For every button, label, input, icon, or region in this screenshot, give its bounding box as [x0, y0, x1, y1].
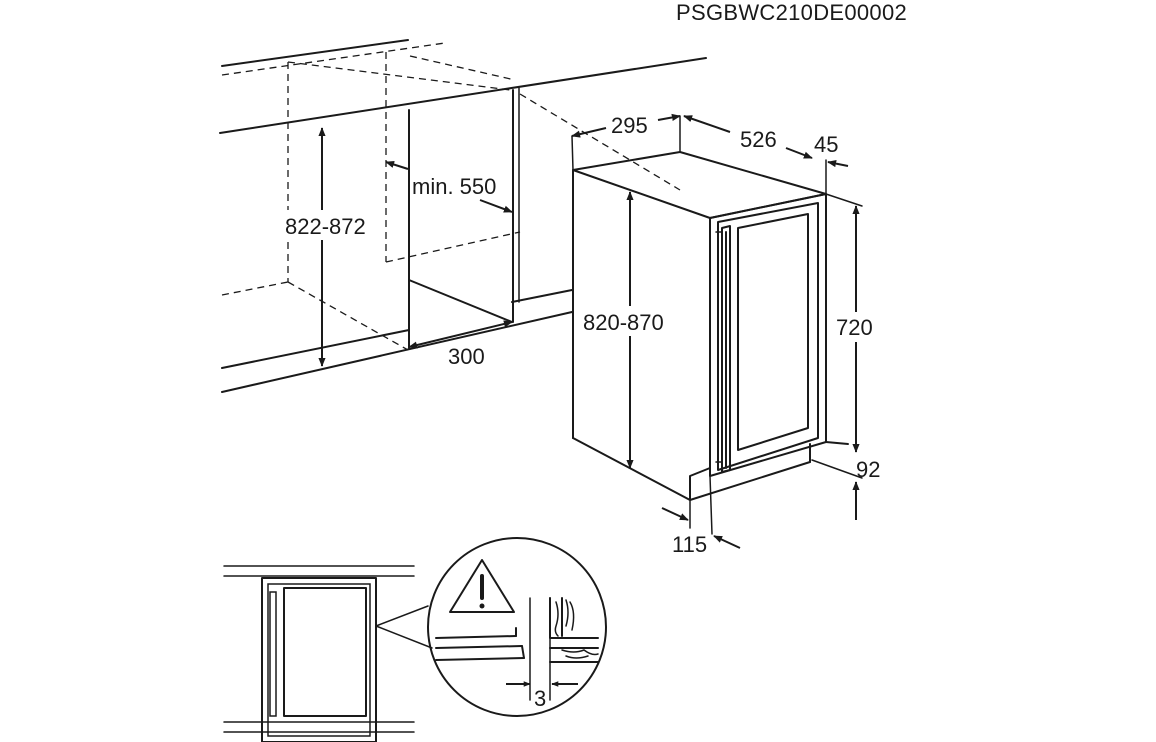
niche-width-label: min. 550 [412, 174, 496, 199]
door-offset-label: 45 [814, 132, 838, 157]
plinth-depth-label: 115 [672, 532, 707, 557]
niche-width-dimension: min. 550 [385, 161, 513, 213]
appliance-depth-label: 526 [740, 127, 777, 152]
wood-grain-icon [554, 599, 599, 659]
appliance-depth-dimension: 526 [683, 115, 813, 159]
niche-depth-dimension: 300 [408, 320, 513, 369]
plinth-height-label: 92 [856, 457, 880, 482]
appliance-depth-top-label: 295 [611, 113, 648, 138]
niche-depth-label: 300 [448, 344, 485, 369]
plinth-height-dimension: 92 [811, 457, 880, 520]
warning-triangle-icon [449, 559, 515, 613]
appliance-height-label: 820-870 [583, 310, 664, 335]
gap-dimension: 3 [506, 681, 578, 711]
appliance-height-dimension: 820-870 [582, 191, 680, 469]
gap-label: 3 [534, 686, 546, 711]
niche-drawing [219, 39, 707, 393]
door-offset-dimension: 45 [814, 132, 849, 195]
gap-detail [435, 597, 599, 701]
appliance-depth-top-dimension: 295 [571, 113, 681, 171]
niche-height-dimension: 822-872 [283, 127, 377, 367]
wine-cooler-drawing [572, 151, 849, 501]
detail-callout [375, 537, 607, 717]
front-view-drawing [223, 565, 415, 742]
door-height-dimension: 720 [825, 193, 880, 453]
drawing-code: PSGBWC210DE00002 [676, 0, 907, 25]
plinth-depth-dimension: 115 [661, 475, 741, 557]
niche-height-label: 822-872 [285, 214, 366, 239]
door-height-label: 720 [836, 315, 873, 340]
